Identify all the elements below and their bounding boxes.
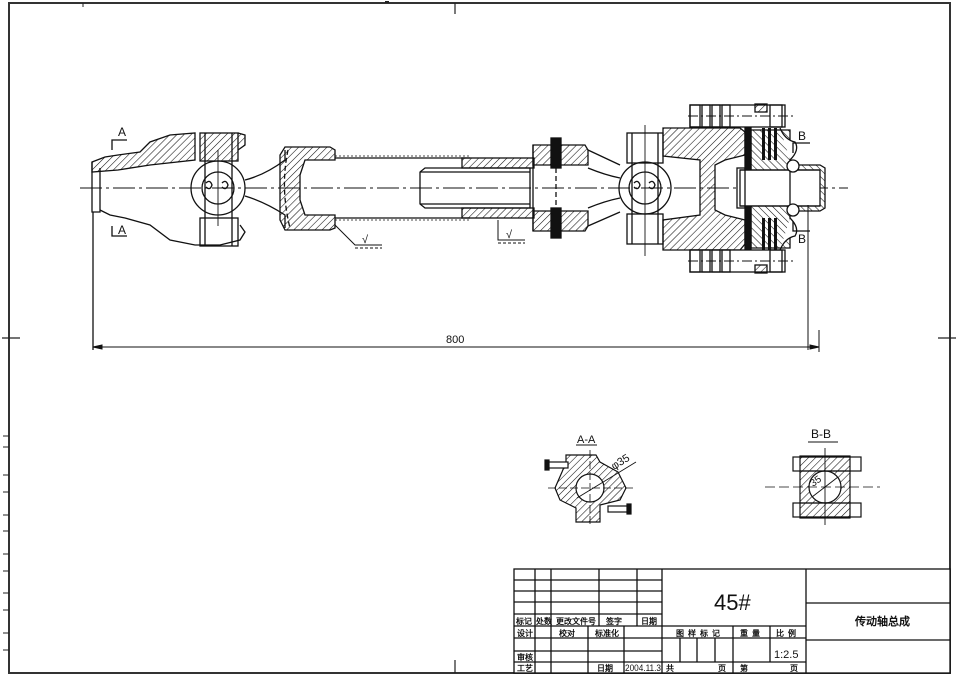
- section-label-a-top: A: [118, 125, 126, 139]
- right-universal-joint: [618, 125, 746, 256]
- section-b-b-title: B-B: [811, 427, 831, 441]
- title-block: [513, 568, 951, 674]
- date-label: 日期: [597, 663, 613, 673]
- sliding-yoke-flange: [532, 137, 621, 239]
- role-process: 工艺: [517, 663, 533, 673]
- spline-shaft: [419, 157, 535, 219]
- drive-shaft-assembly: [80, 103, 848, 350]
- material-value: 45#: [714, 590, 751, 615]
- section-label-b-top: B: [798, 129, 806, 143]
- header-signature: 签字: [605, 616, 622, 626]
- title-block-text: 标记 处数 更改文件号 签字 日期 设计 校对 标准化 审核 工艺 日期 200…: [515, 590, 910, 673]
- section-label-b-bottom: B: [798, 232, 806, 246]
- role-review: 审核: [517, 652, 533, 662]
- section-mark-b: [792, 142, 810, 232]
- section-a-a-diameter: φ35: [609, 452, 632, 472]
- drawing-title: 传动轴总成: [854, 614, 910, 628]
- header-mark: 标记: [515, 616, 532, 626]
- overall-length-dimension: [92, 330, 820, 352]
- surface-roughness-leaders: [334, 220, 525, 249]
- shaft-tube: [335, 155, 470, 221]
- role-standardized: 标准化: [594, 628, 619, 638]
- section-view-b-b: [765, 441, 880, 525]
- header-count: 处数: [535, 616, 553, 626]
- header-date: 日期: [641, 616, 657, 626]
- section-mark-a: [92, 139, 127, 350]
- left-ruler-ticks: [3, 435, 9, 651]
- left-tube-fitting: [279, 146, 336, 231]
- role-design: 设计: [517, 628, 533, 638]
- sheet-page-label: 页: [790, 664, 798, 673]
- scale-value: 1:2.5: [774, 649, 798, 661]
- date-value: 2004.11.3: [625, 663, 661, 673]
- roughness-symbol-2: √: [506, 229, 513, 241]
- roughness-symbol-1: √: [362, 234, 369, 246]
- spring-plates: [762, 128, 777, 250]
- weight-label: 重量: [740, 628, 764, 638]
- header-change-doc: 更改文件号: [556, 616, 596, 626]
- total-page-label: 页: [718, 664, 726, 673]
- sheet-label: 第: [740, 663, 748, 673]
- role-checked: 校对: [559, 628, 575, 638]
- section-label-a-bottom: A: [118, 223, 126, 237]
- section-view-a-a: [544, 444, 637, 527]
- total-label: 共: [666, 663, 674, 673]
- section-a-a-title: A-A: [577, 434, 596, 446]
- dimension-800-label: 800: [446, 334, 464, 346]
- scale-label: 比例: [776, 628, 800, 638]
- sample-mark-label: 图样标记: [676, 628, 724, 638]
